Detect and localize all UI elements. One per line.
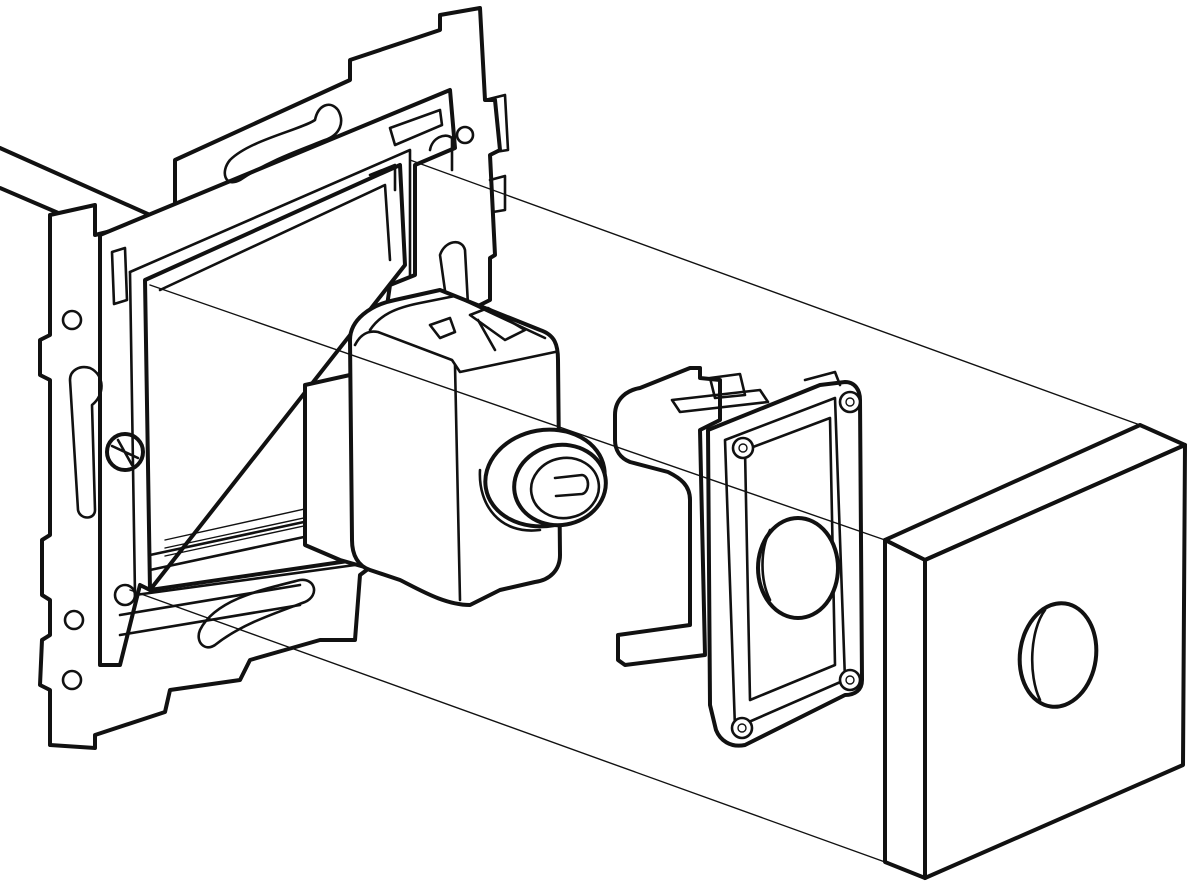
cover-plate	[883, 423, 1187, 880]
mounting-frame	[38, 6, 510, 750]
alignment-lines	[129, 159, 1141, 863]
insert-housing	[613, 366, 864, 748]
coax-socket-insert	[303, 288, 608, 607]
